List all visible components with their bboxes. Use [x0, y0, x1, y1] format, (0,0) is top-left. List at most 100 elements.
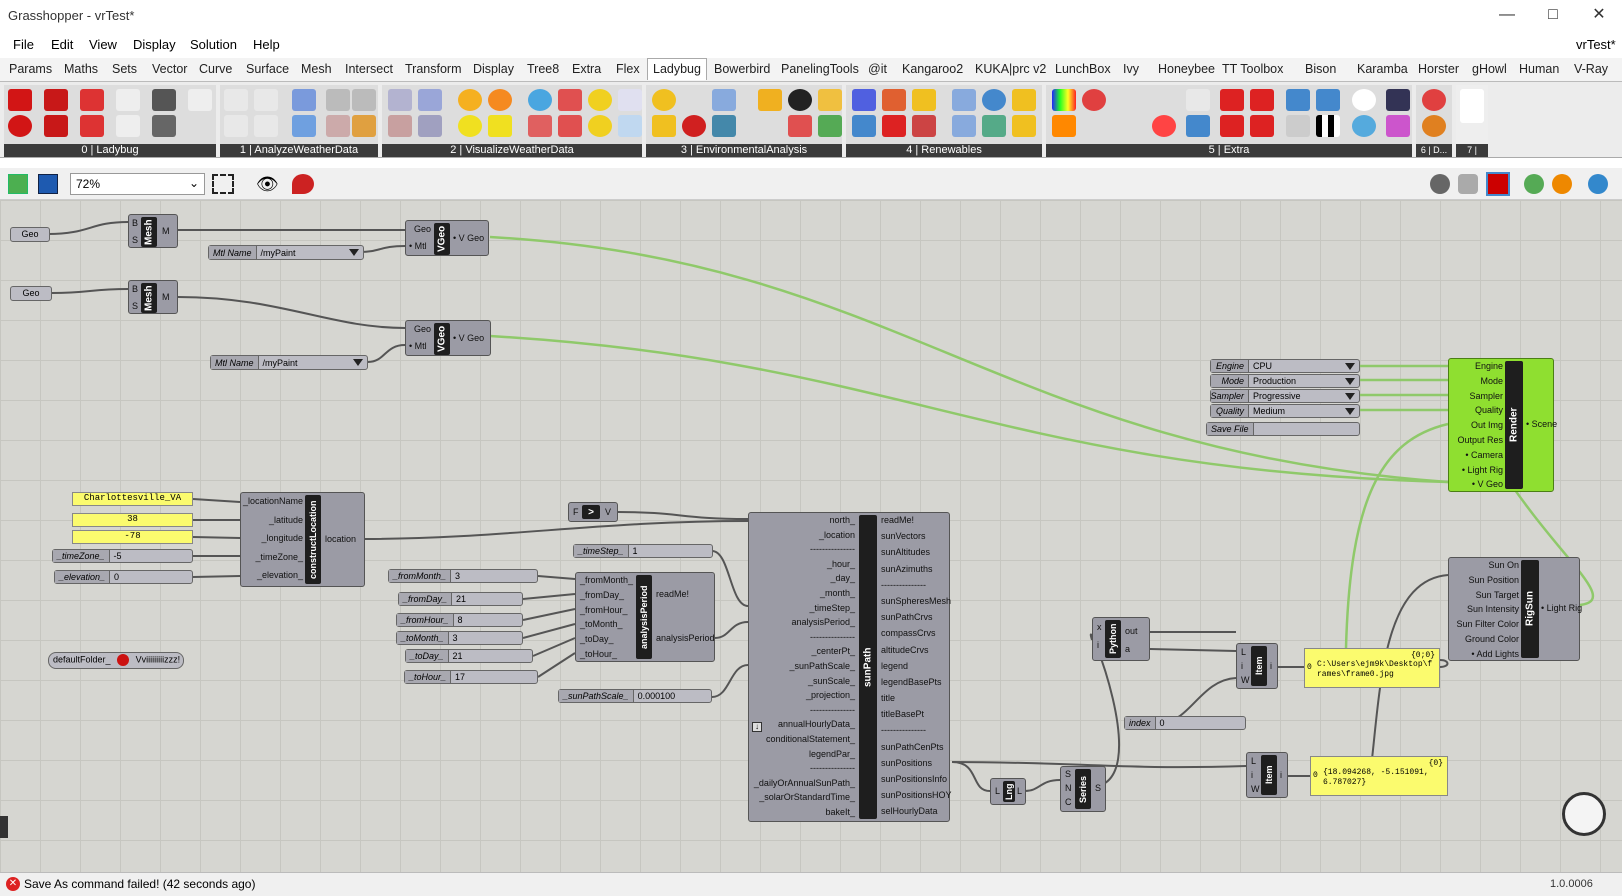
pin-c[interactable]: C: [1065, 797, 1072, 807]
open-icon[interactable]: [8, 174, 28, 194]
sunpath-output[interactable]: legendBasePts: [881, 676, 942, 687]
pin-geo[interactable]: Geo: [414, 224, 432, 234]
sunpath-input[interactable]: annualHourlyData_: [777, 719, 855, 730]
tab-bison[interactable]: Bison: [1305, 62, 1337, 76]
sunpath-output[interactable]: readMe!: [881, 515, 915, 525]
burst-icon[interactable]: [712, 89, 736, 111]
ladybug-round-icon[interactable]: [8, 115, 32, 137]
clock-icon[interactable]: [652, 115, 676, 137]
tab-mesh[interactable]: Mesh: [301, 62, 332, 76]
path-panel[interactable]: {0;0} 0 C:\Users\ejm9k\Desktop\frames\fr…: [1304, 648, 1440, 688]
pin-x[interactable]: x: [1097, 622, 1102, 632]
sunpath-output[interactable]: legend: [881, 660, 909, 671]
tab-horster[interactable]: Horster: [1418, 62, 1459, 76]
vgeo-component-1[interactable]: Geo • Mtl VGeo • V Geo: [405, 220, 489, 256]
elevation-slider[interactable]: _elevation_0: [54, 570, 193, 584]
pin-i[interactable]: i: [1097, 640, 1099, 650]
from-day-slider[interactable]: _fromDay_21: [398, 592, 523, 606]
save-icon[interactable]: [38, 174, 58, 194]
legend-icon[interactable]: [388, 115, 412, 137]
sunpath-output[interactable]: selHourlyData: [881, 806, 938, 817]
wire-mode-icon[interactable]: [1458, 174, 1478, 194]
pin-b[interactable]: B: [132, 218, 139, 228]
b8a2-icon[interactable]: [254, 115, 278, 137]
sky-matrix-icon[interactable]: [558, 89, 582, 111]
pin-mtl[interactable]: • Mtl: [409, 241, 427, 251]
pin-a[interactable]: a: [1125, 644, 1131, 654]
sunpath-output[interactable]: sunPathCrvs: [881, 612, 933, 623]
pin-item-out[interactable]: i: [1280, 770, 1282, 780]
pin-s[interactable]: S: [1065, 769, 1072, 779]
rigsun-input[interactable]: Ground Color: [1464, 633, 1519, 644]
sunpath-input[interactable]: _dailyOrAnnualSunPath_: [753, 777, 855, 788]
expand-icon[interactable]: ↓: [752, 722, 762, 732]
tab-tree8[interactable]: Tree8: [527, 62, 560, 76]
from-hour-slider[interactable]: _fromHour_8: [396, 613, 523, 627]
sun-position-panel[interactable]: {0} 0 {18.094268, -5.151091, 6.787027}: [1310, 756, 1448, 796]
construct-location-component[interactable]: _locationName _latitude _longitude _time…: [240, 492, 365, 587]
pin-i[interactable]: i: [1251, 770, 1253, 780]
location-input[interactable]: _elevation_: [256, 570, 303, 581]
sun-red-icon[interactable]: [1152, 115, 1176, 137]
render-input[interactable]: Output Res: [1457, 434, 1503, 445]
menu-view[interactable]: View: [89, 37, 117, 52]
navigation-compass-icon[interactable]: [1562, 792, 1606, 836]
sphere-icon[interactable]: [1588, 174, 1608, 194]
analysis-input[interactable]: _fromMonth_: [580, 575, 634, 585]
scroll-handle[interactable]: [0, 816, 8, 838]
pin-l[interactable]: L: [1251, 756, 1257, 766]
pin-n[interactable]: N: [1065, 783, 1072, 793]
sunpath-output[interactable]: sunSpheresMesh: [881, 595, 952, 606]
analysis-input[interactable]: _toHour_: [580, 648, 618, 659]
thermometer-icon[interactable]: [292, 89, 316, 111]
tab-vector[interactable]: Vector: [152, 62, 188, 76]
pin-geo[interactable]: Geo: [414, 324, 432, 334]
timezone-slider[interactable]: _timeZone_-5: [52, 549, 193, 563]
pin-w[interactable]: W: [1241, 675, 1250, 685]
render-mode-icon[interactable]: [1486, 172, 1510, 196]
frame-icon[interactable]: [1186, 89, 1210, 111]
location-output[interactable]: location: [325, 534, 357, 544]
sunpath-input[interactable]: _location: [818, 529, 855, 540]
material-icon[interactable]: [1552, 174, 1572, 194]
stat-icon[interactable]: [152, 89, 176, 111]
sun-gear-icon[interactable]: [1012, 89, 1036, 111]
plane-icon[interactable]: [912, 115, 936, 137]
import-epw-icon[interactable]: [44, 89, 68, 111]
pin-v[interactable]: V: [605, 507, 612, 517]
shade-icon[interactable]: [788, 115, 812, 137]
boolean-component[interactable]: F > V: [568, 502, 618, 522]
rigsun-input[interactable]: • Add Lights: [1471, 648, 1519, 659]
pin-mtl[interactable]: • Mtl: [409, 341, 427, 351]
sunpath-input[interactable]: _sunScale_: [807, 675, 855, 686]
bike2-icon[interactable]: [1152, 89, 1176, 111]
tab-kuka-prc[interactable]: KUKA|prc v2: [975, 62, 1047, 76]
render-input[interactable]: Engine: [1474, 361, 1503, 371]
pin-m[interactable]: M: [162, 226, 170, 236]
from-month-slider[interactable]: _fromMonth_3: [388, 569, 538, 583]
chart-icon[interactable]: [224, 89, 248, 111]
tab-display[interactable]: Display: [473, 62, 514, 76]
pv-icon[interactable]: [852, 89, 876, 111]
render-input[interactable]: Sampler: [1469, 390, 1503, 401]
pin-w[interactable]: W: [1251, 784, 1260, 794]
sketch-icon[interactable]: [292, 174, 314, 194]
rigsun-component[interactable]: Sun On Sun Position Sun Target Sun Inten…: [1448, 557, 1582, 661]
mesh-component-2[interactable]: B S Mesh M: [128, 280, 178, 314]
box-icon[interactable]: [682, 89, 706, 111]
bar3-icon[interactable]: [982, 115, 1006, 137]
render-input[interactable]: Mode: [1480, 375, 1503, 386]
sunpath-input[interactable]: _sunPathScale_: [789, 660, 855, 671]
folder-icon[interactable]: [80, 115, 104, 137]
pin-m[interactable]: M: [162, 292, 170, 302]
preview-eye-icon[interactable]: 👁: [256, 174, 279, 194]
sunlight-icon[interactable]: [652, 89, 676, 111]
binary-icon[interactable]: [224, 115, 248, 137]
bar2-icon[interactable]: [418, 115, 442, 137]
sunpath-input[interactable]: north_: [829, 515, 855, 525]
timestep-slider[interactable]: _timeStep_1: [573, 544, 713, 558]
layers-icon[interactable]: [818, 115, 842, 137]
bowl-icon[interactable]: [818, 89, 842, 111]
location-input[interactable]: _longitude: [261, 533, 303, 544]
